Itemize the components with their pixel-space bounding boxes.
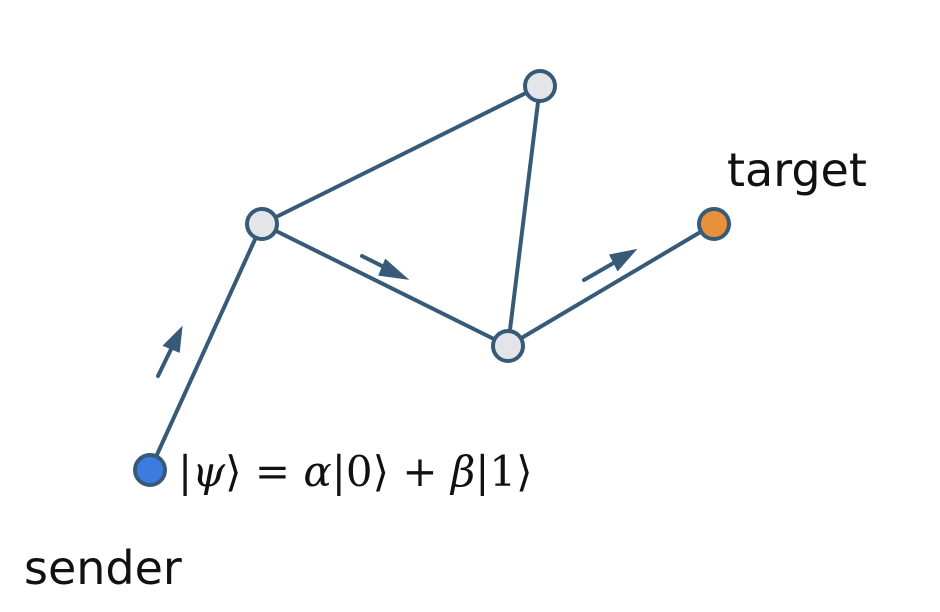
edges bbox=[148, 84, 716, 472]
sender-node bbox=[133, 453, 167, 487]
path-arrows bbox=[156, 248, 638, 378]
edge-middle-target bbox=[506, 222, 716, 348]
eq-equals: = bbox=[241, 447, 303, 496]
edge-left-middle bbox=[260, 222, 510, 348]
edge-sender-left bbox=[148, 222, 264, 472]
arrow-middle-target bbox=[582, 248, 638, 282]
eq-plus: + bbox=[389, 447, 451, 496]
nodes bbox=[133, 69, 731, 487]
target-label: target bbox=[727, 143, 867, 197]
node-left bbox=[245, 207, 279, 241]
target-node bbox=[697, 207, 731, 241]
arrow-sender-left bbox=[156, 325, 183, 378]
edge-left-top bbox=[260, 84, 542, 226]
eq-ket1: |1⟩ bbox=[475, 447, 532, 496]
eq-alpha: α bbox=[303, 447, 331, 496]
arrow-left-middle bbox=[360, 254, 410, 280]
eq-psi: ψ bbox=[192, 447, 226, 496]
eq-bar: | bbox=[178, 447, 192, 496]
node-middle bbox=[491, 329, 525, 363]
sender-label: sender bbox=[24, 541, 182, 595]
state-equation: |ψ⟩ = α|0⟩ + β|1⟩ bbox=[178, 447, 532, 496]
eq-beta: β bbox=[449, 447, 475, 496]
eq-ket-close: ⟩ bbox=[225, 447, 241, 496]
eq-ket0: |0⟩ bbox=[332, 447, 389, 496]
node-top bbox=[523, 69, 557, 103]
edge-top-middle bbox=[506, 84, 542, 348]
